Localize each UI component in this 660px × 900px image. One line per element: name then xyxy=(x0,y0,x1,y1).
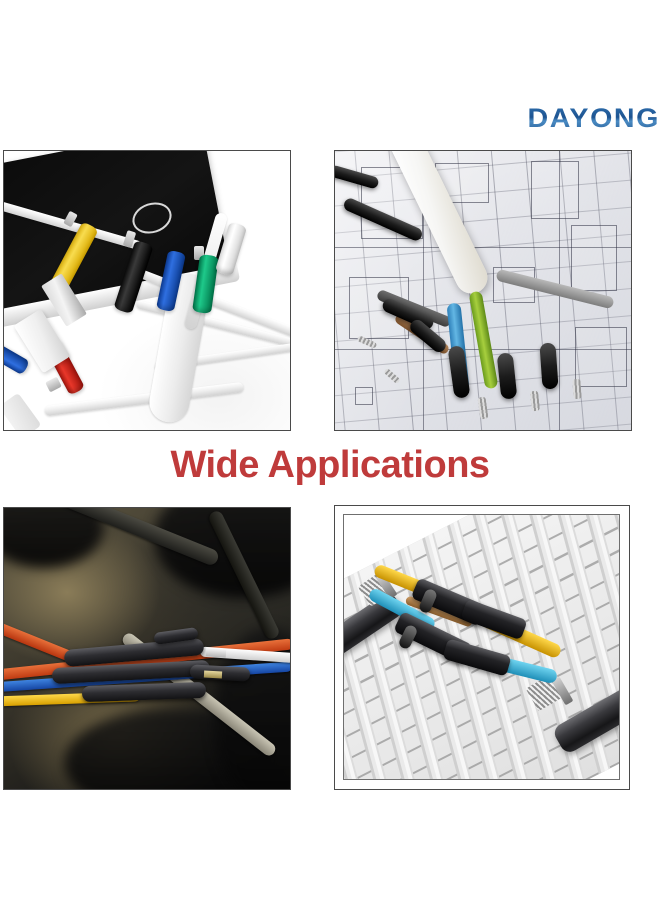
schematic-box-3 xyxy=(531,161,579,219)
gallery-panel-top-left[interactable] xyxy=(3,150,291,431)
blueprint-cable-photo xyxy=(335,151,631,430)
schematic-rail-1 xyxy=(335,247,631,248)
heat-shrink-boot-5 xyxy=(539,342,559,390)
gallery-panel-bottom-right[interactable] xyxy=(334,505,630,790)
brand-logo: DAYONG xyxy=(527,104,660,132)
connector-tip-green xyxy=(194,246,204,260)
ferrule-5 xyxy=(572,378,582,400)
section-title: Wide Applications xyxy=(170,444,490,486)
schematic-box-8 xyxy=(355,387,373,405)
illustration-frame xyxy=(343,514,620,780)
automotive-harness-photo xyxy=(4,508,290,789)
gallery-panel-top-right[interactable] xyxy=(334,150,632,431)
brand-logo-text: DAYONG xyxy=(527,102,660,133)
schematic-rail-3 xyxy=(423,151,424,430)
schematic-box-7 xyxy=(575,327,627,387)
gallery-panel-bottom-left[interactable] xyxy=(3,507,291,790)
cable-joint-illustration xyxy=(335,506,629,789)
crimp-terminal-1 xyxy=(205,648,227,658)
product-flatlay-photo xyxy=(4,151,290,430)
schematic-box-4 xyxy=(571,225,617,291)
crimp-terminal-2 xyxy=(203,670,223,679)
